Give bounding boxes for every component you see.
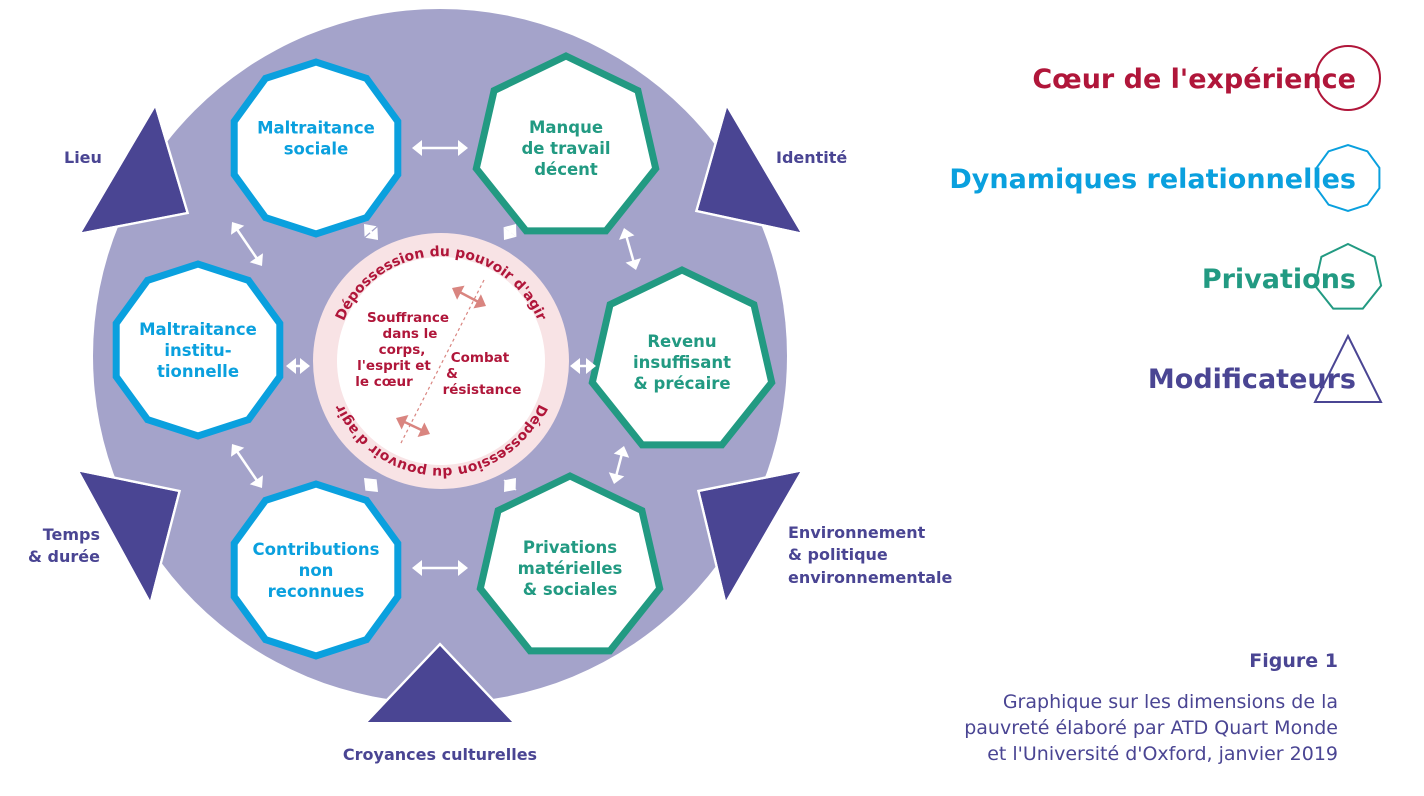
node-label-line: sociale [284, 140, 349, 159]
triangle-fill [700, 472, 800, 600]
node-maltraitance-sociale: Maltraitance sociale [230, 58, 402, 238]
node-maltraitance-institutionnelle: Maltraitance institu-tionnelle [112, 260, 284, 440]
modifier-label: Temps [43, 525, 100, 544]
core-left-line: le cœur [355, 374, 413, 390]
node-label-line: institu- [164, 341, 231, 360]
caption-line: pauvreté élaboré par ATD Quart Monde [964, 717, 1338, 739]
node-label-line: insuffisant [633, 353, 731, 372]
modifier-identite: Identité [694, 101, 847, 236]
triangle-fill [80, 472, 178, 600]
double-arrow-icon [364, 478, 378, 492]
figure-title: Figure 1 [1249, 650, 1338, 672]
core-experience: Dépossession du pouvoir d'agir Dépossess… [313, 233, 569, 489]
legend-label: Dynamiques relationnelles [949, 164, 1356, 195]
node-label-line: matérielles [518, 559, 623, 578]
double-arrow-icon [231, 444, 263, 488]
legend-label: Modificateurs [1148, 364, 1356, 395]
double-arrow-icon [412, 560, 468, 576]
node-privations-materielles: Privations matérielles & sociales [476, 472, 664, 655]
core-right-line: résistance [443, 382, 522, 398]
triangle-fill [82, 108, 186, 232]
modifier-label: Croyances culturelles [343, 745, 537, 764]
node-label-line: reconnues [268, 582, 365, 601]
double-arrow-icon [619, 228, 641, 270]
legend-item-relational: Dynamiques relationnelles [949, 143, 1381, 213]
double-arrow-icon [364, 224, 378, 240]
node-label-line: non [299, 561, 334, 580]
core-left-line: l'esprit et [357, 358, 431, 374]
triangle-icon [1313, 333, 1383, 403]
double-arrow-icon [231, 222, 263, 266]
node-label-line: Contributions [253, 540, 380, 559]
core-double-arrow-icon [396, 415, 430, 437]
decagon-shape [230, 480, 402, 660]
double-arrow-icon [608, 446, 630, 484]
modifier-label: & politique [788, 545, 888, 564]
legend-item-core: Cœur de l'expérience [1032, 45, 1381, 111]
node-label-line: & précaire [633, 374, 730, 393]
heptagon-shape [588, 266, 776, 449]
node-label-line: Manque [529, 118, 603, 137]
core-divider-line [399, 279, 485, 446]
legend-item-privations: Privations [1202, 242, 1383, 310]
core-left-line: dans le [383, 326, 438, 342]
node-revenu-insuffisant: Revenu insuffisant & précaire [588, 266, 776, 449]
modifier-temps: Temps & durée [28, 468, 182, 607]
node-manque-travail: Manque de travail décent [472, 52, 660, 235]
double-arrow-icon [412, 140, 468, 156]
node-contributions-non-reconnues: Contributions non reconnues [230, 480, 402, 660]
double-arrow-icon [570, 358, 596, 374]
double-arrow-icon [503, 478, 517, 492]
legend-label: Privations [1202, 264, 1356, 295]
modifier-lieu: Lieu [64, 101, 190, 236]
node-label-line: Revenu [647, 332, 716, 351]
core-right-line: Combat [451, 350, 510, 366]
node-label-line: Privations [523, 538, 617, 557]
modifier-environnement: Environnement & politique environnementale [696, 468, 953, 607]
decagon-icon [1315, 143, 1381, 213]
triangle-fill [368, 646, 512, 722]
figure-caption: Graphique sur les dimensions de la pauvr… [918, 689, 1338, 767]
modifier-label: Lieu [64, 148, 102, 167]
modifier-label: Identité [776, 148, 847, 167]
modifier-label: & durée [28, 547, 100, 566]
core-right-line: & [446, 366, 458, 382]
caption-line: Graphique sur les dimensions de la [1002, 691, 1338, 713]
triangle-fill [698, 108, 800, 232]
double-arrow-icon [286, 358, 310, 374]
node-label-line: tionnelle [157, 362, 239, 381]
double-arrow-icon [503, 224, 517, 240]
caption-line: et l'Université d'Oxford, janvier 2019 [987, 743, 1338, 765]
heptagon-shape [476, 472, 664, 655]
core-left-line: Souffrance [367, 310, 449, 326]
node-label-line: & sociales [523, 580, 618, 599]
core-left-line: corps, [379, 342, 426, 358]
core-inner [337, 257, 545, 465]
modifier-croyances: Croyances culturelles [343, 642, 537, 764]
node-label-line: de travail [521, 139, 610, 158]
node-label-line: Maltraitance [257, 119, 375, 138]
core-double-arrow-icon [452, 285, 486, 309]
decagon-shape [112, 260, 284, 440]
circle-icon [1315, 45, 1381, 111]
legend-label: Cœur de l'expérience [1032, 64, 1356, 95]
decagon-shape [230, 58, 402, 238]
heptagon-icon [1313, 242, 1383, 310]
node-label-line: Maltraitance [139, 320, 257, 339]
modifier-label: Environnement [788, 523, 926, 542]
legend-item-modifiers: Modificateurs [1148, 333, 1383, 403]
node-label-line: décent [534, 160, 598, 179]
modifier-label: environnementale [788, 568, 953, 587]
heptagon-shape [472, 52, 660, 235]
